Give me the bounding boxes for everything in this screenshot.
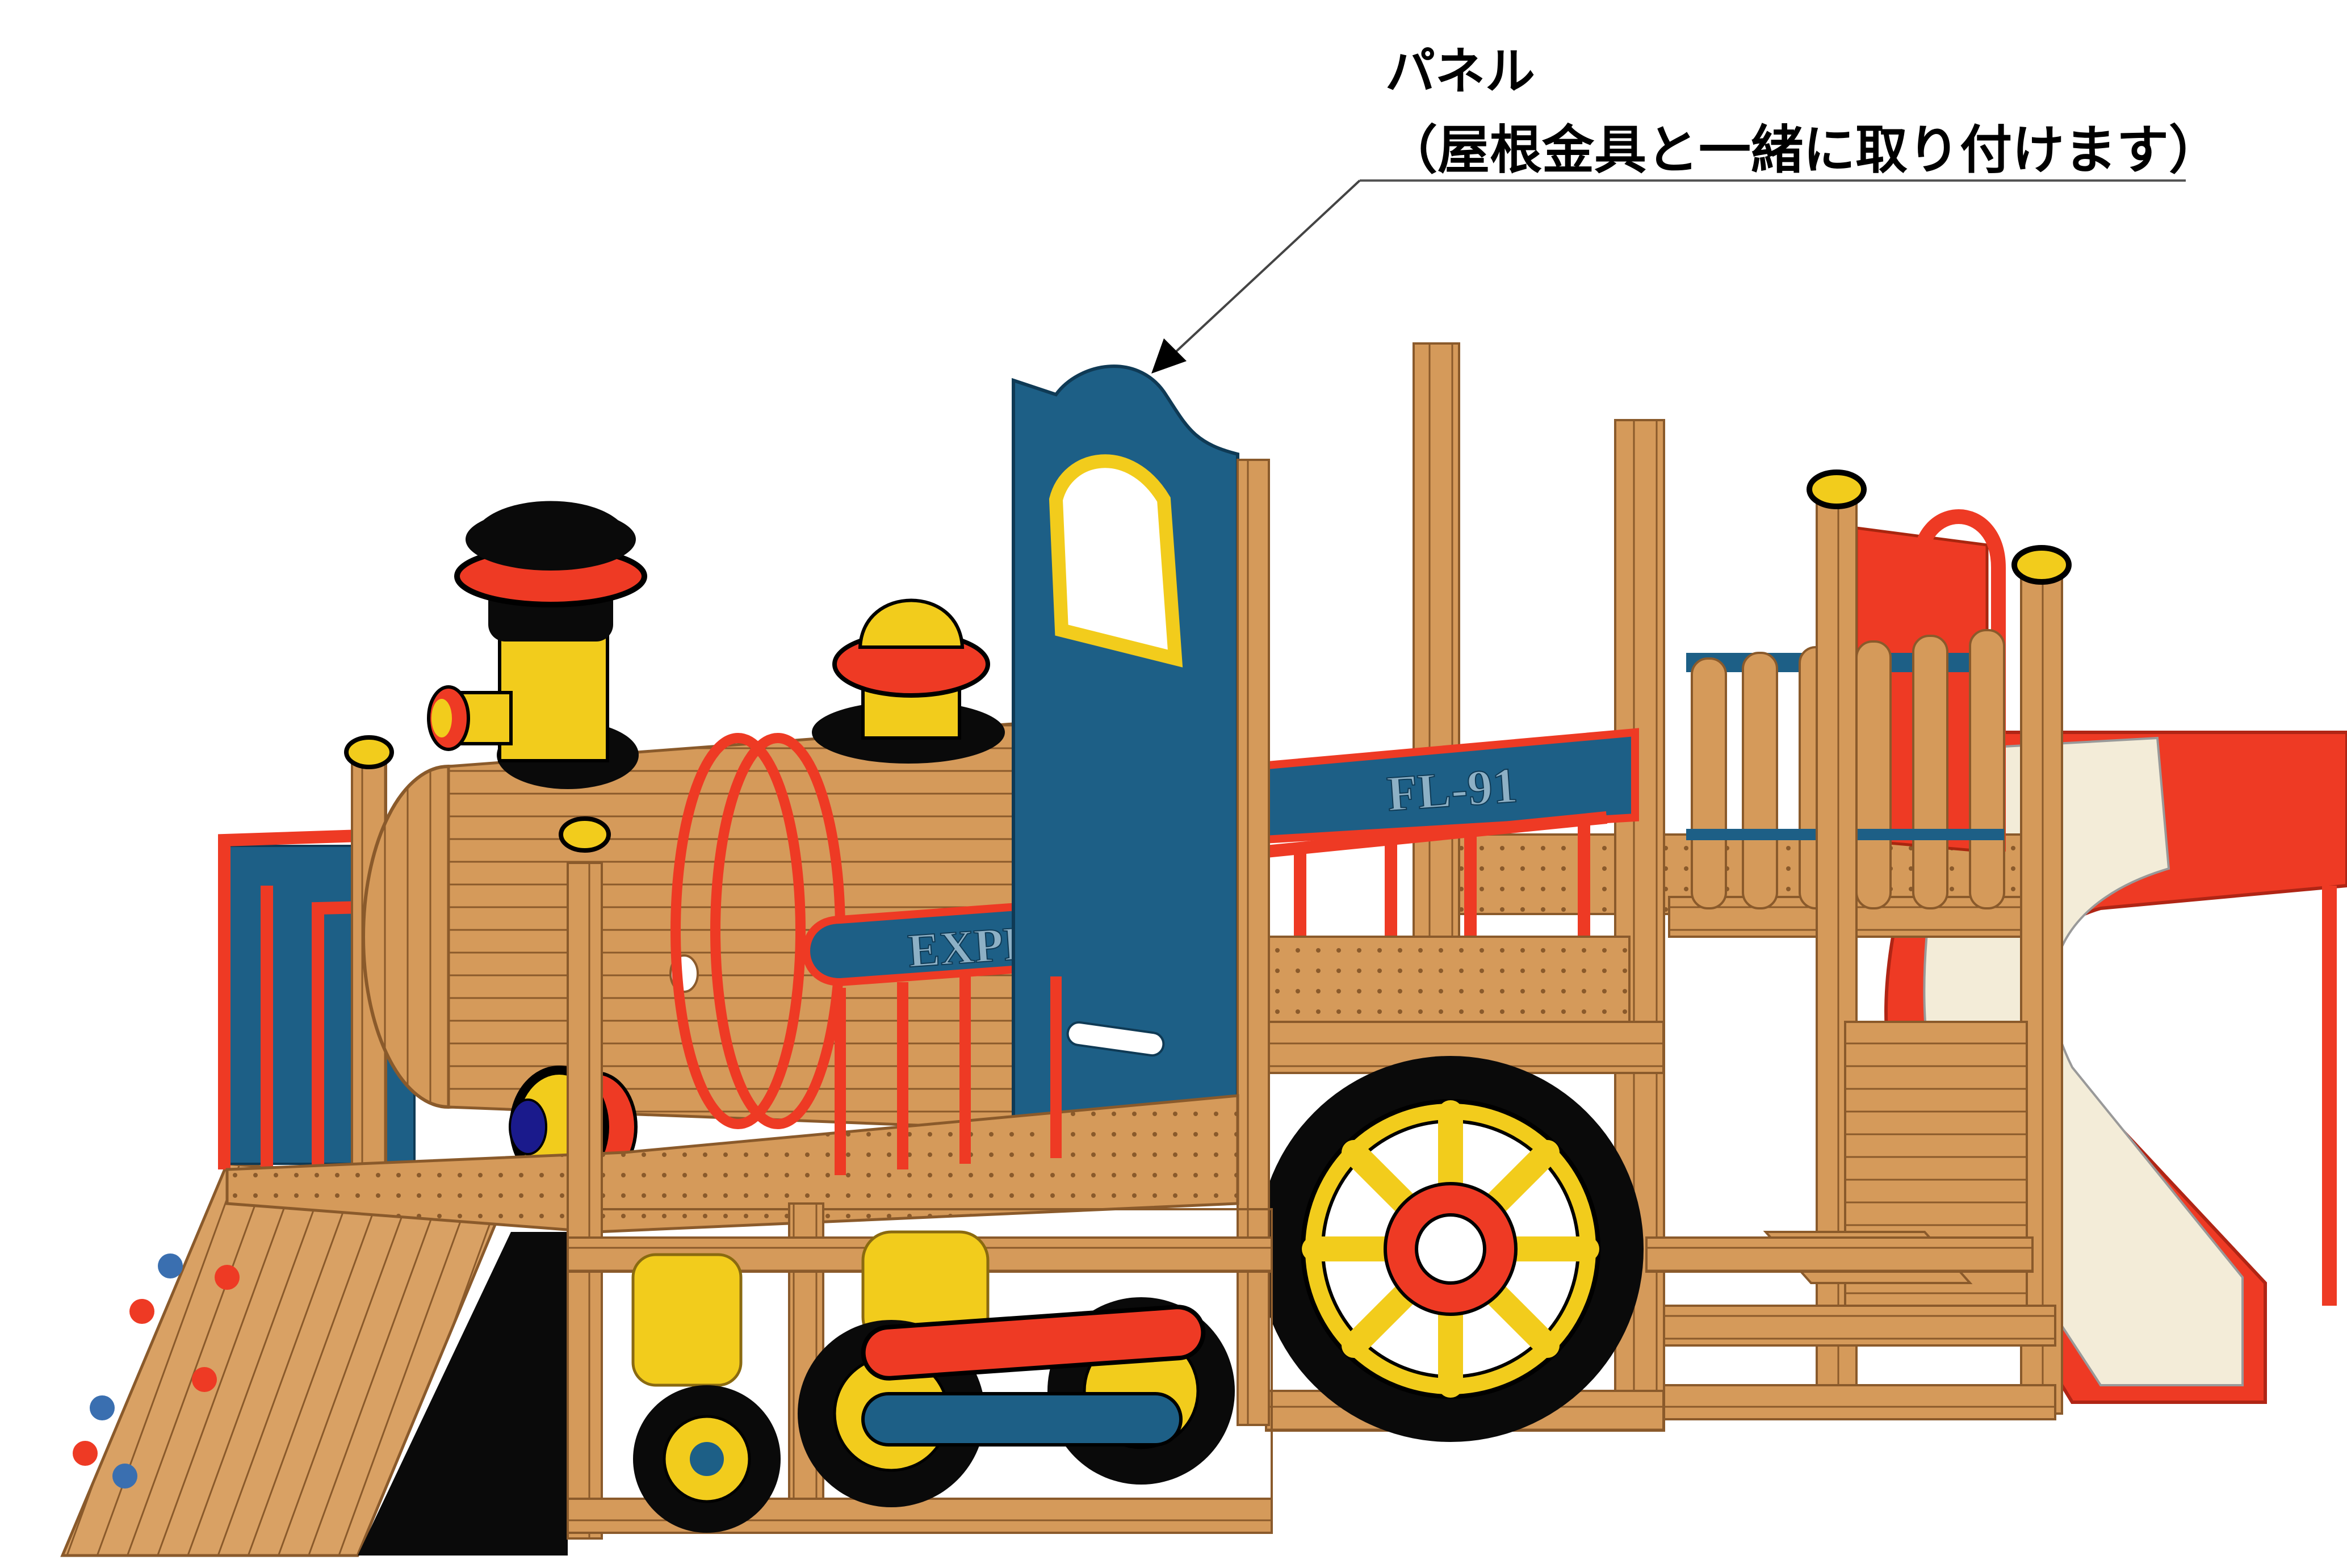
callout-title: パネル — [1385, 42, 1536, 100]
post-cap-icon — [344, 735, 394, 769]
tower-base-beam-low — [1645, 1384, 2056, 1420]
post-cap-icon — [559, 816, 611, 853]
locomotive: EXPRESS — [60, 364, 1273, 1557]
frame-post-front — [567, 862, 603, 1540]
callout-note: （屋根金具と一緒に取り付けます） — [1385, 120, 2222, 181]
leader-arrowhead — [1151, 338, 1187, 374]
leader-line — [1168, 179, 1361, 359]
connector-beam — [1645, 1236, 2034, 1273]
cab-window — [1049, 454, 1183, 668]
yellow-cylinder — [631, 1253, 743, 1387]
coupling-rod-blue — [861, 1392, 1183, 1447]
climbing-holds — [73, 1253, 240, 1489]
main-deck — [225, 1094, 1239, 1234]
middle-section: FL-91 — [1251, 342, 1665, 1442]
cab-slot — [1066, 1021, 1165, 1057]
tower-hand-arch — [1912, 509, 2006, 852]
big-drive-wheel — [1258, 1056, 1644, 1442]
coupling-rod-red — [861, 1305, 1206, 1381]
right-tower — [1452, 469, 2072, 1420]
post-cap-icon — [1807, 469, 1867, 509]
model-label: FL-91 — [1385, 758, 1519, 822]
smokestack — [427, 501, 647, 789]
steam-dome — [812, 598, 1005, 764]
slide-leg — [2322, 886, 2337, 1306]
front-black-plate — [358, 1232, 568, 1556]
callout-leader — [1151, 179, 2186, 374]
cab-post — [1237, 459, 1270, 1426]
post-cap-icon — [2011, 545, 2072, 585]
deck-railing — [835, 976, 1062, 1175]
small-wheel-front — [633, 1385, 781, 1533]
tower-base-beam — [1645, 1305, 2056, 1347]
